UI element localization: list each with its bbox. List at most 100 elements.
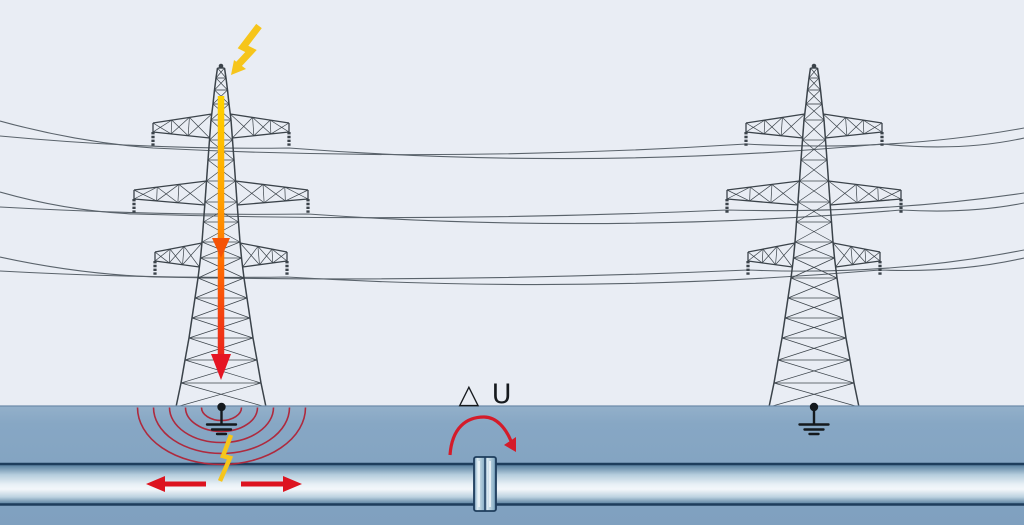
tower-member [777, 359, 855, 384]
tower-member [784, 317, 847, 339]
tower-member [133, 189, 157, 202]
tower-member [749, 186, 772, 203]
ground-coupling-lightning-icon [217, 434, 234, 482]
tower-member [154, 260, 200, 268]
tower-member [745, 131, 803, 139]
tower-member [187, 117, 190, 136]
tower-member [285, 189, 309, 202]
tower-member [210, 103, 214, 121]
tower-peak-knob [218, 63, 224, 69]
tower-member [226, 89, 230, 105]
tower-member [208, 119, 212, 141]
tower-member [180, 382, 267, 408]
tower-member [171, 119, 189, 136]
tower-member [781, 317, 844, 339]
tower-member [182, 246, 185, 265]
tower-member [154, 242, 203, 253]
conductor-wire [0, 202, 1024, 225]
tower-member [231, 139, 235, 161]
tower-member [798, 159, 802, 182]
tower-member [807, 89, 823, 105]
tower-member [271, 248, 288, 262]
tower-member [827, 180, 831, 203]
tower-member [182, 242, 203, 265]
tower-member [796, 201, 831, 223]
delta-u-arc [448, 415, 513, 456]
tower-member [237, 221, 241, 243]
tower-member [781, 337, 851, 361]
tower-member [799, 159, 828, 182]
tower-member [796, 221, 834, 243]
tower-member [152, 122, 172, 135]
tower-member [803, 119, 826, 141]
tower-member [175, 382, 182, 408]
potential-arc [136, 407, 307, 466]
tower-member [836, 277, 841, 299]
tower-member [252, 117, 272, 135]
tower-member [187, 113, 212, 136]
tower-member [202, 201, 206, 223]
tower-member [794, 241, 835, 259]
lightning-zigzag [235, 23, 262, 68]
potential-arc [152, 407, 291, 455]
tower-member [853, 382, 860, 408]
tower-member [242, 246, 259, 268]
tower-member [175, 382, 262, 408]
tower-member [775, 246, 778, 265]
tower-member [797, 180, 829, 203]
tower-member [177, 180, 207, 203]
tower-member [232, 131, 290, 139]
tower-member [284, 187, 286, 201]
tower-member [824, 139, 828, 161]
tower-member [223, 67, 227, 79]
tower-member [213, 77, 217, 91]
tower-member [168, 246, 185, 264]
fault-current-arrowhead [211, 354, 231, 380]
tower-member [761, 246, 778, 264]
tower-member [863, 119, 883, 133]
tower-member [207, 139, 211, 161]
tower-member [239, 242, 260, 265]
tower-member [235, 180, 265, 203]
tower-member [156, 186, 179, 203]
tower-member [235, 180, 309, 191]
tower-member [215, 67, 219, 79]
tower-member [825, 131, 883, 139]
tower-member [846, 119, 864, 136]
tower-member [801, 119, 805, 141]
tower-member [852, 248, 866, 265]
tower-member [225, 77, 229, 91]
tower-member [726, 180, 800, 191]
tower-member [810, 67, 820, 79]
tower-member [178, 184, 205, 206]
tower-member [780, 117, 783, 136]
transmission-tower-left [132, 63, 310, 408]
transmission-tower-right [725, 63, 903, 408]
tower-member [252, 337, 258, 361]
tower-member [823, 119, 827, 141]
tower-member [199, 241, 203, 259]
tower-member [237, 198, 309, 206]
tower-member [832, 242, 881, 253]
tower-member [770, 180, 800, 203]
tower-member [776, 246, 793, 268]
conductor-wire [0, 257, 1024, 286]
tower-member [790, 277, 841, 299]
tower-grounding-symbol-left [205, 402, 238, 436]
tower-member [745, 113, 805, 124]
tower-member [828, 180, 858, 203]
tower-member [747, 248, 764, 262]
tower-member [249, 317, 254, 339]
tower-member [790, 257, 795, 279]
tower-member [805, 89, 821, 105]
tower-member [240, 257, 245, 279]
tower-member [833, 257, 838, 279]
tower-member [156, 184, 180, 202]
tower-member [270, 119, 290, 133]
tower-member [802, 119, 825, 141]
tower-member [188, 317, 193, 339]
pipe-current-arrow-right [241, 476, 302, 492]
delta-u-label: △ U [458, 379, 513, 410]
tower-member [230, 113, 290, 124]
tower-member [201, 221, 205, 243]
